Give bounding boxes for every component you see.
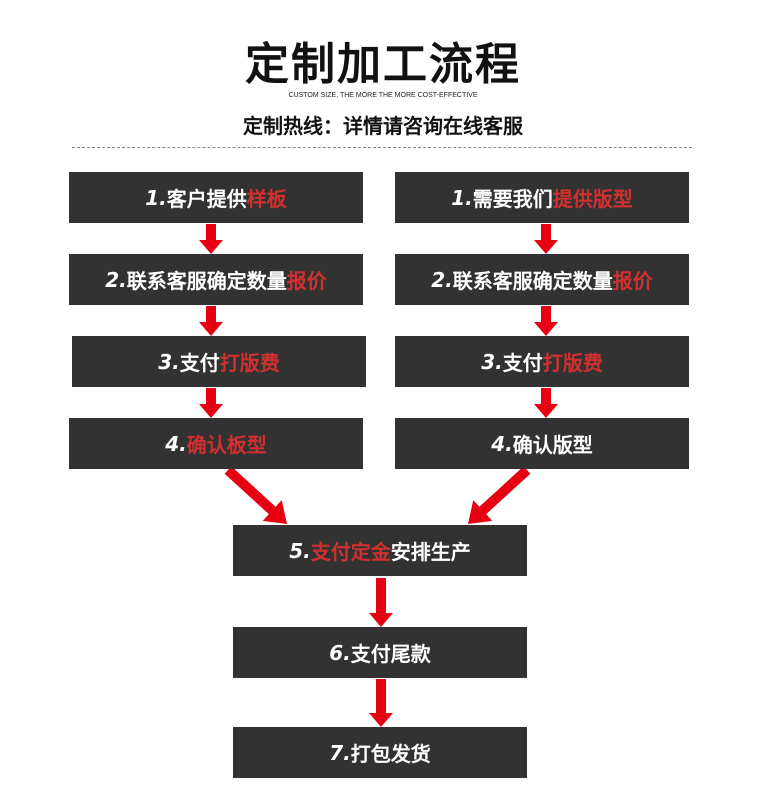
right-step-3: 3.支付打版费 xyxy=(395,336,689,387)
center-step-5: 5.支付定金安排生产 xyxy=(233,525,527,576)
step-number: 3. xyxy=(158,349,180,374)
hotline-text: 定制热线：详情请咨询在线客服 xyxy=(243,114,523,138)
step-number: 1. xyxy=(451,185,473,210)
step-number: 5. xyxy=(289,538,311,563)
center-step-6: 6.支付尾款 xyxy=(233,627,527,678)
arrow-down-icon xyxy=(534,224,558,254)
arrow-diagonal-icon xyxy=(224,466,287,524)
step-highlight-text: 支付定金 xyxy=(310,540,391,564)
step-text: 确认版型 xyxy=(512,433,593,457)
step-highlight-text: 报价 xyxy=(286,269,327,293)
step-text: 支付 xyxy=(179,351,220,375)
step-highlight-text: 样板 xyxy=(246,187,287,211)
step-text: 需要我们 xyxy=(472,187,553,211)
step-text: 支付尾款 xyxy=(350,642,431,666)
step-number: 4. xyxy=(491,431,513,456)
right-step-2: 2.联系客服确定数量报价 xyxy=(395,254,689,305)
left-step-4: 4.确认板型 xyxy=(69,418,363,469)
step-number: 2. xyxy=(431,267,453,292)
step-highlight-text: 提供版型 xyxy=(552,187,633,211)
subtitle: CUSTOM SIZE, THE MORE THE MORE COST-EFFE… xyxy=(288,92,478,99)
left-step-2: 2.联系客服确定数量报价 xyxy=(69,254,363,305)
step-text: 安排生产 xyxy=(390,540,471,564)
right-step-4: 4.确认版型 xyxy=(395,418,689,469)
arrow-down-icon xyxy=(199,388,223,418)
center-step-7: 7.打包发货 xyxy=(233,727,527,778)
step-highlight-text: 确认板型 xyxy=(186,433,267,457)
step-number: 6. xyxy=(329,640,351,665)
arrow-down-icon xyxy=(199,306,223,336)
step-highlight-text: 打版费 xyxy=(219,351,280,375)
arrow-down-icon xyxy=(369,578,393,627)
arrow-down-icon xyxy=(369,679,393,727)
divider xyxy=(72,147,692,148)
step-text: 联系客服确定数量 xyxy=(452,269,613,293)
arrow-diagonal-icon xyxy=(468,466,531,524)
arrow-down-icon xyxy=(534,388,558,418)
step-text: 支付 xyxy=(502,351,543,375)
page-title: 定制加工流程 xyxy=(245,39,521,90)
step-number: 3. xyxy=(481,349,503,374)
step-number: 2. xyxy=(105,267,127,292)
left-step-1: 1.客户提供样板 xyxy=(69,172,363,223)
step-number: 1. xyxy=(145,185,167,210)
step-text: 联系客服确定数量 xyxy=(126,269,287,293)
step-number: 4. xyxy=(165,431,187,456)
arrow-down-icon xyxy=(199,224,223,254)
right-step-1: 1.需要我们提供版型 xyxy=(395,172,689,223)
step-text: 客户提供 xyxy=(166,187,247,211)
step-text: 打包发货 xyxy=(350,742,431,766)
step-highlight-text: 打版费 xyxy=(542,351,603,375)
step-number: 7. xyxy=(329,740,351,765)
left-step-3: 3.支付打版费 xyxy=(72,336,366,387)
arrow-down-icon xyxy=(534,306,558,336)
step-highlight-text: 报价 xyxy=(612,269,653,293)
